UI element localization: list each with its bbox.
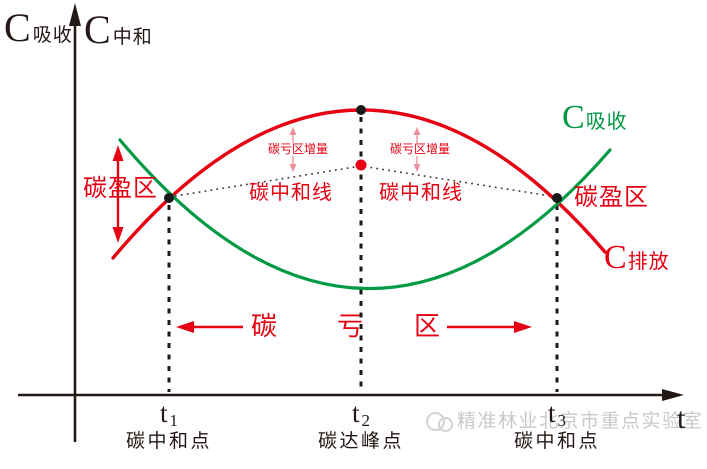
yaxis-absorption-c: C (4, 5, 31, 50)
yaxis-neutral-cn: 中和 (112, 27, 153, 48)
intersection-dot-left (164, 193, 174, 203)
tick-t2-sub: 2 (361, 411, 371, 430)
emission-label-cn: 排放 (627, 251, 670, 273)
peak-dot (356, 105, 366, 115)
tick-t3-base: t (547, 398, 556, 428)
tick-t1-meaning: 碳中和点 (125, 431, 212, 452)
absorption-curve-label: C 吸收 (562, 101, 628, 135)
tick-t1-sub: 1 (169, 411, 179, 430)
increment-left-up-arrow-icon (289, 127, 297, 135)
deficit-arrow-right-icon (514, 321, 532, 333)
deficit-arrow-left-icon (176, 321, 194, 333)
yaxis-neutral-c: C (84, 7, 111, 52)
yaxis-label-absorption: C 吸收 (4, 8, 73, 48)
emission-label-c: C (604, 239, 627, 276)
x-axis-arrowhead-icon (662, 389, 684, 401)
increment-left-label: 碳亏区增量 (268, 142, 329, 156)
tick-t3-meaning: 碳中和点 (513, 431, 600, 452)
x-axis-label: t (677, 402, 686, 435)
increment-left-down-arrow-icon (289, 164, 297, 172)
neutral-line-left-label: 碳中和线 (249, 182, 333, 204)
watermark-text: 精准林业北京市重点实验室 (457, 411, 704, 432)
absorption-label-c: C (562, 99, 585, 136)
tick-t2-meaning: 碳达峰点 (317, 431, 404, 452)
surplus-arrow-up-icon (112, 145, 124, 161)
deficit-zone-char-qu: 区 (414, 312, 441, 341)
neutral-line-mid-dot (355, 159, 367, 171)
surplus-arrow-down-icon (112, 227, 124, 243)
surplus-zone-left-label: 碳盈区 (83, 176, 158, 202)
carbon-neutral-dotted-line (168, 165, 558, 198)
watermark: 精准林业北京市重点实验室 (426, 411, 703, 432)
surplus-zone-right-label: 碳盈区 (574, 185, 649, 211)
increment-right-label: 碳亏区增量 (390, 142, 451, 156)
absorption-label-cn: 吸收 (585, 111, 628, 133)
deficit-zone-char-tan: 碳 (251, 312, 278, 341)
emission-curve-label: C 排放 (604, 241, 670, 275)
deficit-zone-char-kui: 亏 (337, 312, 364, 341)
increment-right-down-arrow-icon (413, 164, 421, 172)
intersection-dot-right (552, 193, 562, 203)
yaxis-absorption-cn: 吸收 (32, 25, 73, 46)
watermark-logo-small-icon (438, 417, 453, 432)
emission-curve (111, 108, 607, 260)
tick-t1-base: t (159, 398, 168, 428)
tick-t2-base: t (351, 398, 360, 428)
absorption-curve (118, 138, 612, 291)
yaxis-label-neutral: C 中和 (84, 10, 153, 50)
y-axis-arrowhead-icon (69, 3, 81, 26)
tick-t3-sub: 3 (557, 411, 567, 430)
increment-right-up-arrow-icon (413, 127, 421, 135)
neutral-line-right-label: 碳中和线 (379, 182, 463, 204)
